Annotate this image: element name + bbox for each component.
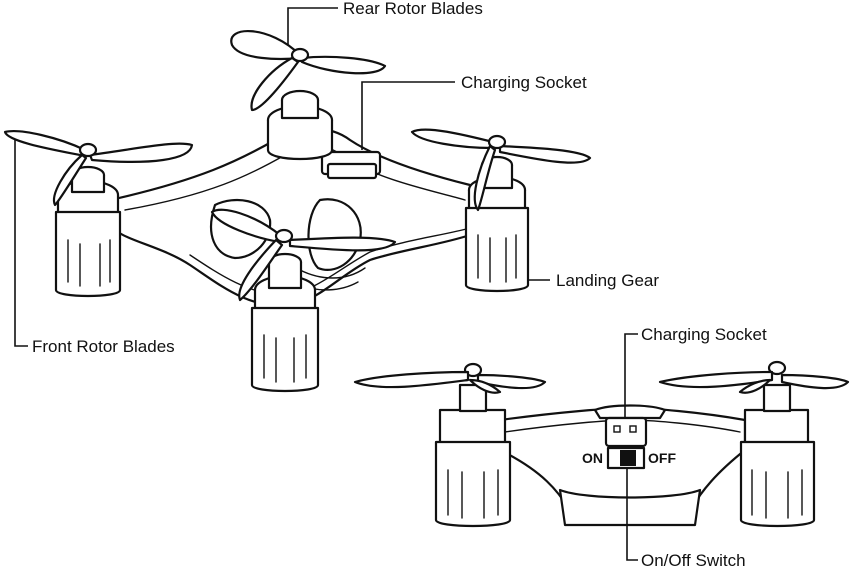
front-view-left-rotor	[353, 370, 547, 394]
label-rear-rotor-blades: Rear Rotor Blades	[343, 0, 483, 18]
front-view-left-motor	[434, 362, 512, 528]
charging-socket-bottom-block	[604, 416, 648, 448]
switch-off-label: OFF	[648, 450, 676, 466]
front-rotor-blades	[210, 208, 397, 302]
rear-right-rotor-blades	[410, 128, 592, 212]
front-view-right-motor	[739, 360, 816, 528]
front-view-right-rotor	[658, 370, 850, 394]
label-on-off-switch: On/Off Switch	[641, 551, 746, 570]
switch-on-label: ON	[582, 450, 603, 466]
rear-right-motor	[464, 155, 530, 293]
label-charging-socket-bottom: Charging Socket	[641, 325, 767, 344]
rear-rotor-blades	[230, 29, 387, 112]
drone-front-view	[353, 360, 850, 528]
front-left-rotor-blades	[3, 130, 194, 207]
rear-motor	[266, 89, 334, 161]
front-motor	[250, 252, 320, 393]
leader-lines	[14, 7, 638, 561]
label-front-rotor-blades: Front Rotor Blades	[32, 337, 175, 356]
on-off-switch-slider	[620, 450, 636, 466]
label-landing-gear: Landing Gear	[556, 271, 659, 290]
front-left-motor	[54, 165, 122, 298]
label-charging-socket-top: Charging Socket	[461, 73, 587, 92]
drone-perspective-view	[3, 29, 592, 393]
